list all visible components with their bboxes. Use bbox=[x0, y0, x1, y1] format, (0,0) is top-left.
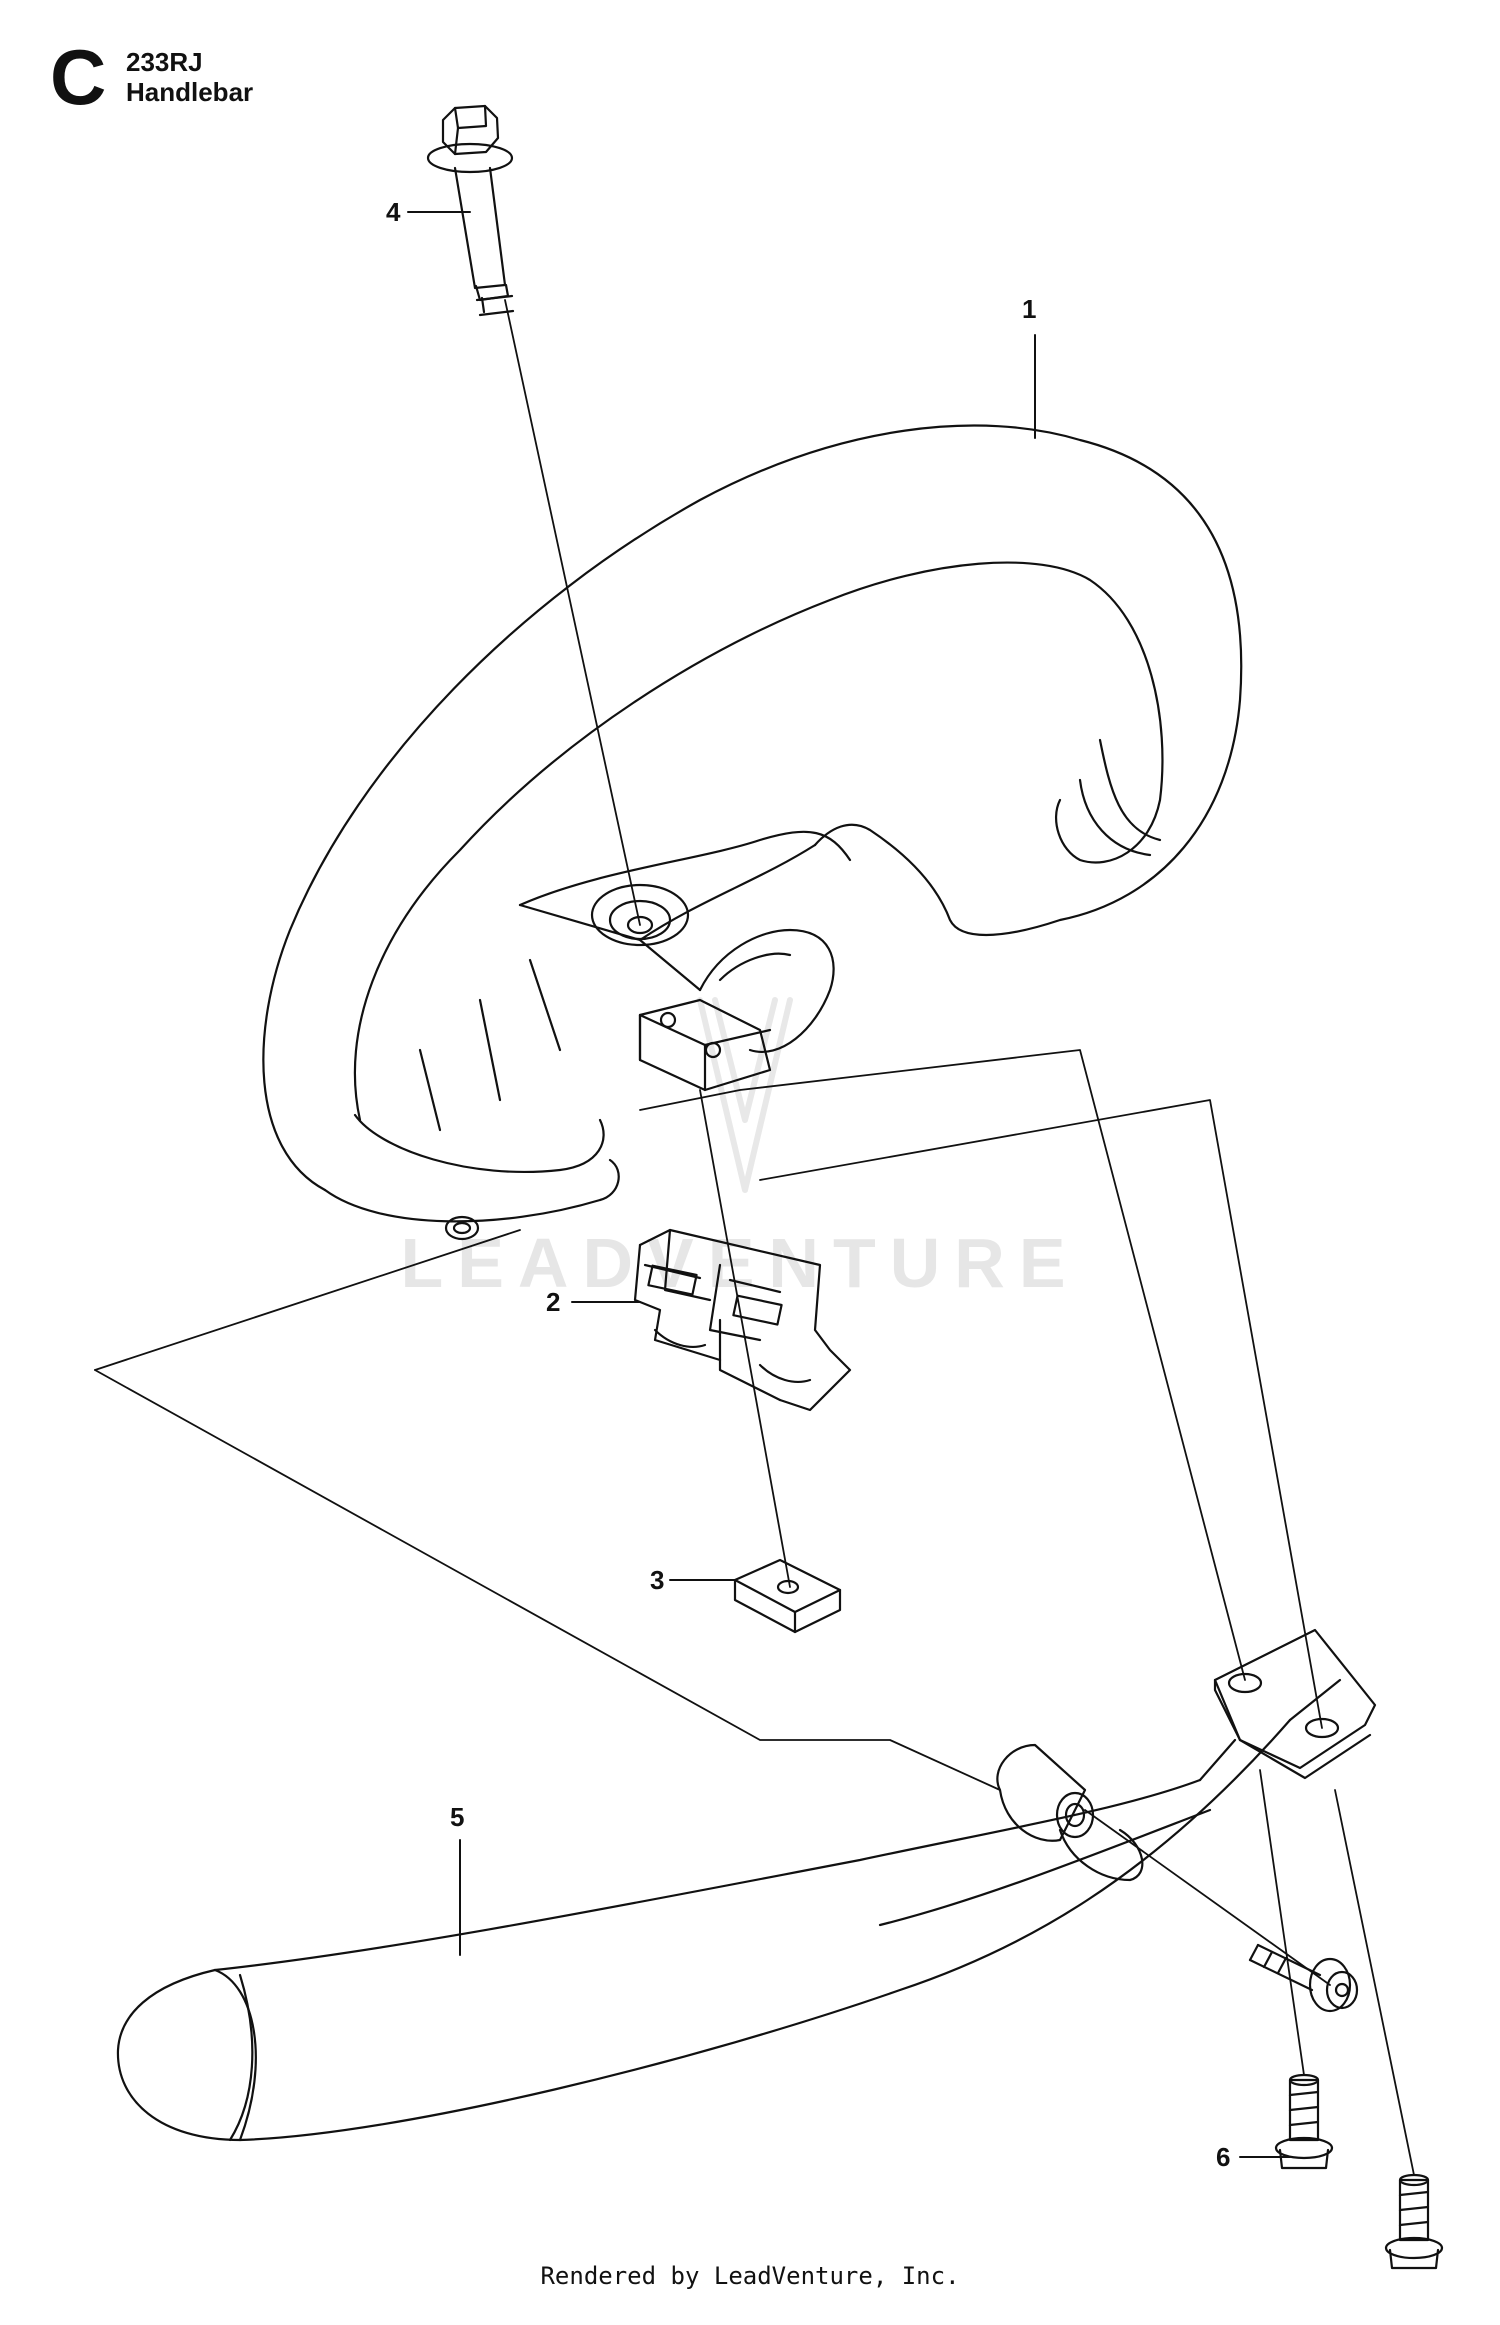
section-letter: C bbox=[50, 33, 107, 121]
callout-leaders bbox=[407, 211, 1291, 2158]
watermark-text: LEADVENTURE bbox=[400, 1224, 1079, 1302]
handle-loop-part bbox=[262, 424, 1243, 1241]
clamp-bracket-part bbox=[633, 1228, 852, 1412]
bottom-screws-part bbox=[1248, 1943, 1444, 2270]
square-nut-part bbox=[733, 1558, 842, 1634]
callout-5: 5 bbox=[450, 1802, 465, 1832]
model-number: 233RJ bbox=[126, 47, 203, 77]
flange-bolt-top-part bbox=[426, 104, 515, 317]
diagram-title: Handlebar bbox=[126, 77, 254, 107]
callout-6: 6 bbox=[1216, 2142, 1231, 2172]
handle-bar-grip-part bbox=[116, 1628, 1377, 2142]
assembly-lines bbox=[94, 299, 1415, 2176]
callout-1: 1 bbox=[1022, 294, 1037, 324]
footer-credit: Rendered by LeadVenture, Inc. bbox=[540, 2262, 960, 2290]
callout-3: 3 bbox=[650, 1565, 665, 1595]
callout-2: 2 bbox=[546, 1287, 561, 1317]
callout-4: 4 bbox=[386, 197, 401, 227]
